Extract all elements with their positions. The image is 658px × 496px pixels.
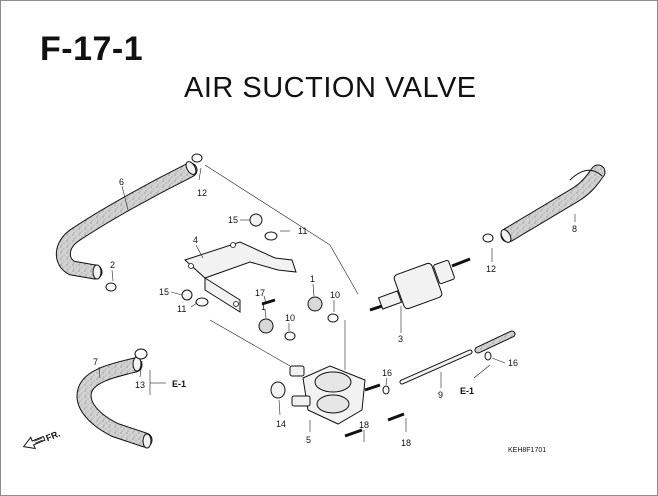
callout-3: 3	[398, 334, 403, 344]
front-direction-label: FR.	[44, 428, 61, 443]
hose-7	[76, 356, 153, 449]
bracket-4	[184, 241, 297, 313]
leader-lines	[98, 164, 576, 442]
rod-9	[399, 349, 473, 385]
callout-2: 2	[110, 260, 115, 270]
callout-13: 13	[135, 380, 145, 390]
section-code: F-17-1	[40, 30, 144, 68]
catalog-code: KEH8F1701	[508, 447, 546, 454]
callout-14: 14	[276, 419, 286, 429]
hose-8	[500, 164, 606, 243]
callout-4: 4	[193, 235, 198, 245]
callout-9: 9	[438, 390, 443, 400]
callout-7: 7	[93, 357, 98, 367]
callout-11-lower: 11	[177, 304, 186, 314]
control-valve-5	[289, 365, 381, 425]
callout-16-left: 16	[382, 368, 392, 378]
tube-16	[474, 330, 516, 354]
air-suction-valve-3	[369, 257, 471, 312]
callout-12-upper: 12	[197, 188, 207, 198]
callout-17: 17	[255, 288, 265, 298]
small-parts	[105, 153, 494, 438]
callout-5: 5	[306, 435, 311, 445]
callout-10-lower: 10	[285, 313, 295, 323]
diagram-title: AIR SUCTION VALVE	[184, 72, 477, 104]
callout-6: 6	[119, 177, 124, 187]
callout-18-right: 18	[401, 438, 411, 448]
callout-8: 8	[572, 224, 577, 234]
callout-18-left: 18	[359, 420, 369, 430]
callout-10-upper: 10	[330, 290, 340, 300]
reference-e1-right: E-1	[460, 386, 474, 396]
hose-6	[55, 161, 198, 280]
callout-1-lower: 1	[261, 302, 266, 312]
reference-e1-left: E-1	[172, 379, 186, 389]
callout-15-upper: 15	[228, 215, 238, 225]
callout-15-lower: 15	[159, 287, 169, 297]
callout-16-right: 16	[508, 358, 518, 368]
callout-12-lower: 12	[486, 264, 496, 274]
callout-11-upper: 11	[298, 226, 307, 236]
front-direction-arrow-icon: FR.	[22, 428, 62, 450]
callout-1-upper: 1	[310, 274, 315, 284]
